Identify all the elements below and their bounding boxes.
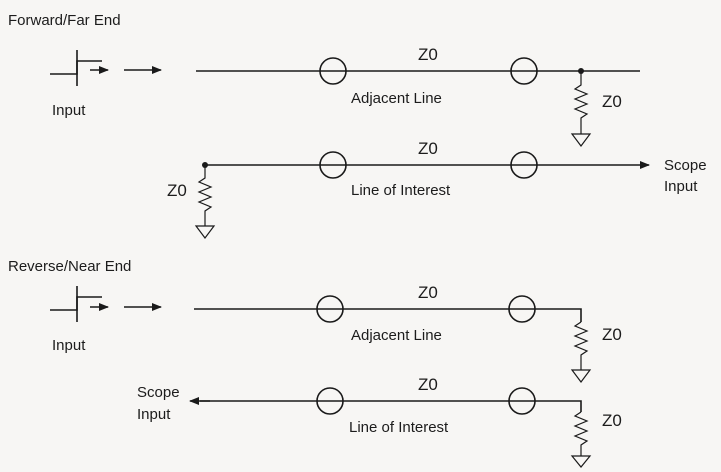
interest-line-marker-b-icon <box>508 387 536 415</box>
reverse-interest-label: Line of Interest <box>349 419 449 436</box>
forward-interest-label: Line of Interest <box>351 182 451 199</box>
forward-adjacent-termination: Z0 <box>602 92 622 111</box>
forward-adjacent-line <box>196 57 640 147</box>
reverse-adjacent-impedance: Z0 <box>418 283 438 302</box>
adjacent-line-marker-a-icon <box>319 57 347 85</box>
reverse-adjacent-line <box>194 295 592 383</box>
reverse-interest-impedance: Z0 <box>418 375 438 394</box>
forward-scope-input-label: Input <box>664 178 698 195</box>
forward-step-input-icon <box>50 50 162 86</box>
reverse-interest-termination-resistor-icon <box>570 411 592 468</box>
reverse-adjacent-termination: Z0 <box>602 325 622 344</box>
reverse-adjacent-label: Adjacent Line <box>351 327 442 344</box>
forward-section: Forward/Far End Input Z0 Adjacent Line Z… <box>8 12 707 239</box>
reverse-line-of-interest <box>189 387 592 468</box>
adjacent-line-marker-b-icon <box>508 295 536 323</box>
forward-adjacent-termination-resistor-icon <box>570 71 592 147</box>
forward-interest-termination-resistor-icon <box>194 165 216 239</box>
reverse-title: Reverse/Near End <box>8 258 131 275</box>
reverse-step-input-icon <box>50 286 162 322</box>
adjacent-line-marker-a-icon <box>316 295 344 323</box>
reverse-interest-termination: Z0 <box>602 411 622 430</box>
forward-adjacent-impedance: Z0 <box>418 45 438 64</box>
reverse-adjacent-termination-resistor-icon <box>570 321 592 383</box>
interest-line-marker-b-icon <box>510 151 538 179</box>
forward-scope-label: Scope <box>664 157 707 174</box>
forward-title: Forward/Far End <box>8 12 121 29</box>
forward-interest-termination: Z0 <box>167 181 187 200</box>
reverse-section: Reverse/Near End Input Z0 Adjacent Line … <box>8 258 622 468</box>
reverse-scope-label: Scope <box>137 384 180 401</box>
interest-line-marker-a-icon <box>319 151 347 179</box>
forward-input-label: Input <box>52 102 86 119</box>
forward-adjacent-label: Adjacent Line <box>351 90 442 107</box>
interest-line-marker-a-icon <box>316 387 344 415</box>
forward-interest-impedance: Z0 <box>418 139 438 158</box>
reverse-input-label: Input <box>52 337 86 354</box>
reverse-scope-input-label: Input <box>137 406 171 423</box>
adjacent-line-marker-b-icon <box>510 57 538 85</box>
forward-line-of-interest <box>194 151 650 239</box>
